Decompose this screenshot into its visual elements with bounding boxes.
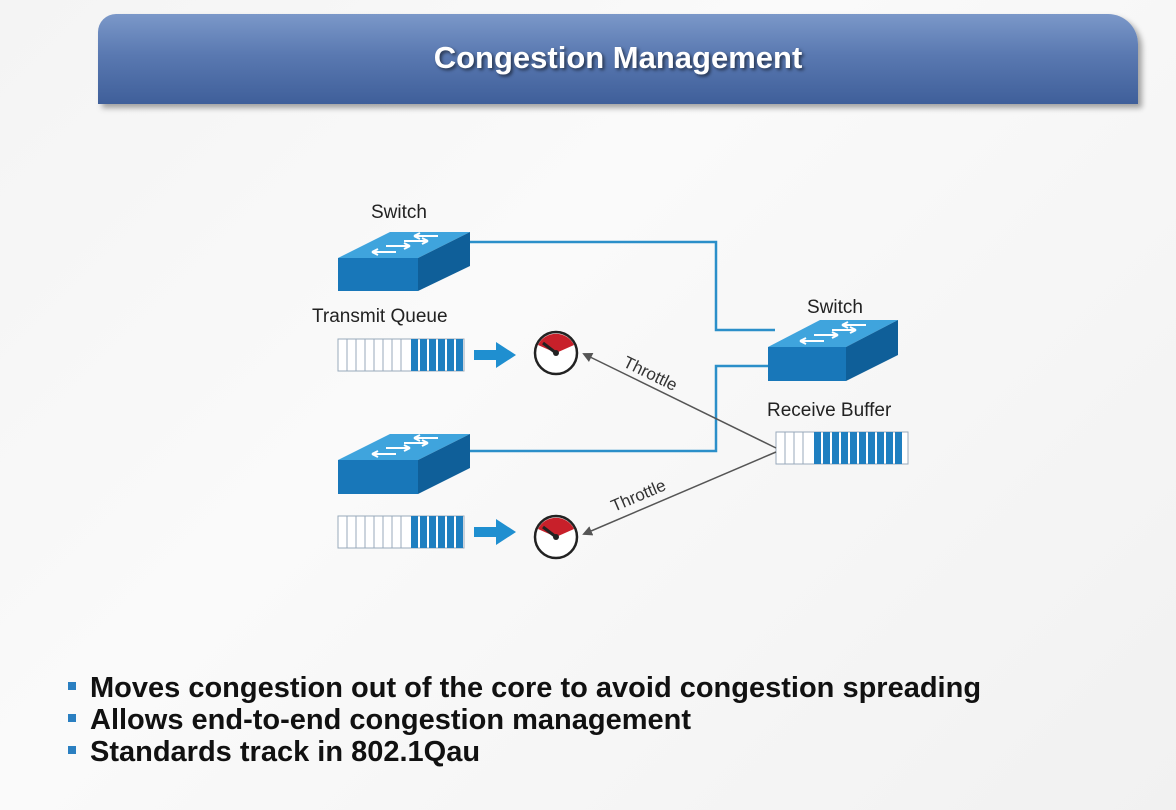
arrow-right-icon-top — [474, 342, 516, 368]
throttle-top-label: Throttle — [620, 353, 680, 395]
throttle-arrow-top — [582, 353, 777, 449]
title-bar: Congestion Management — [98, 14, 1138, 104]
gauge-icon-bottom — [533, 514, 579, 560]
switch-icon-right — [768, 320, 898, 381]
bullet-square-icon — [68, 714, 76, 723]
bullet-square-icon — [68, 746, 76, 755]
slide-title: Congestion Management — [433, 40, 803, 75]
bullet-text: Allows end-to-end congestion management — [90, 704, 691, 736]
bullet-square-icon — [68, 682, 76, 691]
transmit-queue-bottom — [337, 515, 465, 549]
link-bottom-switch — [468, 364, 775, 453]
receive-buffer-label: Receive Buffer — [767, 400, 892, 421]
receive-buffer — [775, 431, 909, 465]
bullet-item: Moves congestion out of the core to avoi… — [68, 672, 1176, 704]
throttle-arrow-bottom — [582, 451, 777, 536]
bullet-list: Moves congestion out of the core to avoi… — [68, 672, 1176, 768]
bullet-text: Moves congestion out of the core to avoi… — [90, 672, 982, 704]
link-top-switch — [468, 240, 775, 332]
transmit-queue-top — [337, 338, 465, 372]
bullet-item: Standards track in 802.1Qau — [68, 736, 1176, 768]
arrow-right-icon-bottom — [474, 519, 516, 545]
gauge-icon-top — [533, 330, 579, 376]
transmit-queue-label: Transmit Queue — [312, 306, 448, 327]
switch-icon-bottom — [338, 434, 470, 494]
switch-top-label: Switch — [371, 202, 427, 223]
throttle-bottom-label: Throttle — [608, 476, 668, 516]
switch-icon-top — [338, 232, 470, 291]
bullet-text: Standards track in 802.1Qau — [90, 736, 481, 768]
switch-right-label: Switch — [807, 297, 863, 318]
bullet-item: Allows end-to-end congestion management — [68, 704, 1176, 736]
